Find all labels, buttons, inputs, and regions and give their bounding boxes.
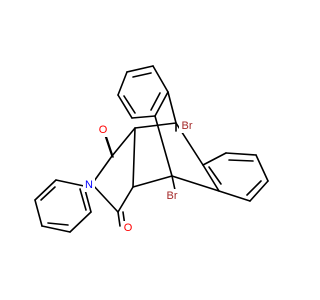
- bond: [117, 211, 121, 227]
- bond: [167, 91, 177, 124]
- bond: [117, 71, 128, 96]
- bond: [111, 127, 136, 157]
- bond: [40, 186, 56, 201]
- bond: [117, 186, 134, 213]
- bond: [47, 222, 69, 226]
- nitrogen-label: N: [85, 179, 93, 191]
- bromine-label-top: Br: [182, 120, 193, 132]
- bond: [132, 127, 136, 188]
- bond: [123, 95, 136, 114]
- bond: [208, 166, 222, 185]
- bond: [134, 122, 177, 129]
- bond: [246, 180, 262, 196]
- bond: [126, 65, 154, 73]
- bond: [69, 211, 92, 233]
- bond: [34, 179, 57, 201]
- atom-labels: Br Br O O N: [83, 119, 195, 235]
- bond: [91, 155, 113, 185]
- bond: [41, 225, 71, 233]
- bond: [225, 152, 257, 156]
- bond: [132, 72, 152, 78]
- bond: [132, 175, 173, 188]
- bond: [79, 188, 87, 211]
- bond: [202, 164, 220, 192]
- bond: [255, 154, 269, 182]
- bond-lines: [34, 65, 269, 233]
- bond: [171, 175, 176, 191]
- bond: [34, 199, 43, 227]
- bond: [218, 190, 251, 202]
- bond: [117, 94, 133, 119]
- bond: [150, 92, 161, 111]
- oxygen-label-bottom: O: [124, 222, 133, 234]
- bond: [55, 179, 85, 187]
- bond: [131, 115, 156, 119]
- bond: [154, 91, 169, 117]
- oxygen-label-top: O: [99, 124, 108, 136]
- bond: [152, 65, 169, 93]
- bond: [228, 159, 254, 162]
- bond: [171, 175, 220, 192]
- bond: [91, 183, 119, 213]
- bromine-label-bottom: Br: [167, 190, 178, 202]
- molecule-diagram: Br Br O O N: [34, 65, 269, 235]
- bond: [105, 135, 114, 158]
- bond: [249, 180, 269, 202]
- bond: [202, 152, 227, 166]
